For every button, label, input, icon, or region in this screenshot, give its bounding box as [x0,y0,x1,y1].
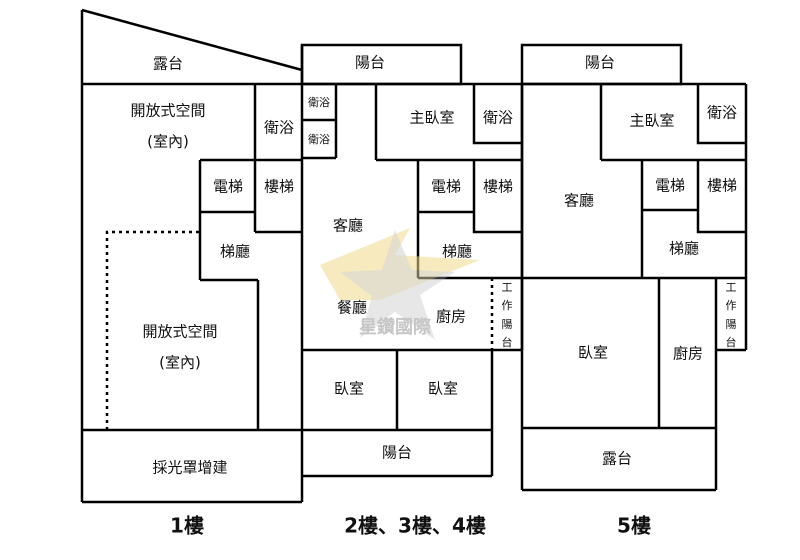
room-bedroom: 臥室 [428,380,458,398]
room-elevator: 電梯 [431,178,461,196]
floor1-walls [80,8,304,504]
room-lobby: 梯廳 [220,243,250,261]
floor-label: 1樓 [170,514,204,538]
room-bathroom: 衛浴 [264,119,294,137]
room-stairs: 樓梯 [707,177,737,195]
room-balcony: 陽台 [355,54,385,72]
room-balcony: 陽台 [585,54,615,72]
room-kitchen: 廚房 [436,308,466,326]
room-utility-balcony: 陽 [502,318,513,331]
room-utility-balcony: 工 [502,281,513,294]
room-master-bedroom: 主臥室 [409,109,454,127]
room-utility-balcony: 作 [726,299,737,312]
floor1-labels: 露台 開放式空間 (室內) 衛浴 電梯 樓梯 梯廳 開放式空間 (室內) 採光罩… [130,55,294,538]
room-bedroom: 臥室 [334,380,364,398]
room-master-bath: 衛浴 [707,104,737,122]
room-utility-balcony: 台 [726,335,737,349]
room-master-bedroom: 主臥室 [629,112,674,130]
room-kitchen: 廚房 [673,345,703,363]
floor5-labels: 陽台 客廳 主臥室 衛浴 電梯 樓梯 梯廳 工 作 陽 台 臥室 廚房 露台 5… [564,54,737,538]
room-bathroom: 衛浴 [308,133,330,146]
room-dining-room: 餐廳 [337,299,367,317]
room-living-room: 客廳 [333,217,363,235]
room-stairs: 樓梯 [264,178,294,196]
room-note: (室內) [159,354,201,372]
watermark-text: 星鑽國際 [359,316,432,338]
room-living-room: 客廳 [564,192,594,210]
room-open-space: 開放式空間 [142,323,217,341]
floor-label: 5樓 [617,514,651,538]
room-stairs: 樓梯 [483,178,513,196]
room-skylight-extension: 採光罩增建 [152,459,227,477]
room-elevator: 電梯 [655,177,685,195]
floor2-4-labels: 陽台 衛浴 衛浴 主臥室 衛浴 電梯 樓梯 客廳 梯廳 餐廳 廚房 工 作 陽 … [308,54,513,538]
room-terrace: 露台 [153,55,183,73]
room-open-space: 開放式空間 [130,102,205,120]
room-bathroom: 衛浴 [308,96,330,109]
room-note: (室內) [147,133,189,151]
room-utility-balcony: 台 [502,335,513,349]
room-master-bath: 衛浴 [483,109,513,127]
floor-label: 2樓、3樓、4樓 [344,514,486,538]
room-lobby: 梯廳 [442,243,472,261]
watermark-logo: 星鑽國際 [320,228,480,340]
room-utility-balcony: 工 [726,281,737,294]
floor5-walls [520,43,748,492]
room-elevator: 電梯 [213,178,243,196]
room-bedroom: 臥室 [578,344,608,362]
floor2-4-walls [300,43,524,478]
room-terrace: 露台 [602,450,632,468]
room-lobby: 梯廳 [669,240,699,258]
room-utility-balcony: 陽 [726,318,737,331]
room-balcony: 陽台 [382,444,412,462]
room-utility-balcony: 作 [502,299,513,312]
